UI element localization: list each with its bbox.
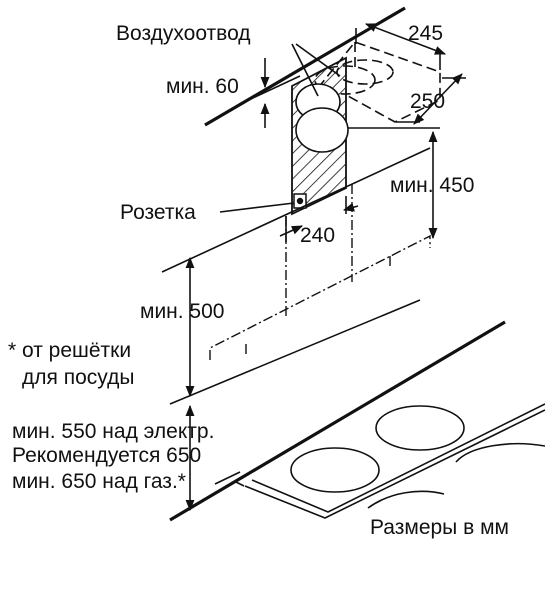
dim-250-label: 250	[410, 90, 445, 113]
dim-245-label: 245	[408, 22, 443, 45]
socket-label: Розетка	[120, 201, 196, 224]
gas-min-label: мин. 650 над газ.*	[12, 470, 186, 493]
min-500-label: мин. 500	[140, 300, 224, 323]
dim-240-label: 240	[300, 224, 335, 247]
electric-min-label: мин. 550 над электр.	[12, 420, 214, 443]
recommended-label: Рекомендуется 650	[12, 444, 201, 467]
min-60-label: мин. 60	[166, 75, 239, 98]
hood-outline	[209, 184, 431, 360]
grille-note-line2: для посуды	[22, 366, 134, 389]
cooktop	[169, 320, 545, 522]
dimension-lines	[161, 23, 466, 512]
leader-lines	[214, 43, 341, 485]
hatched-installation-zone	[291, 56, 349, 216]
grille-note-line1: * от решётки	[8, 339, 131, 362]
units-label: Размеры в мм	[370, 516, 509, 539]
min-450-label: мин. 450	[390, 174, 474, 197]
air-outlet-label: Воздухоотвод	[116, 22, 251, 45]
